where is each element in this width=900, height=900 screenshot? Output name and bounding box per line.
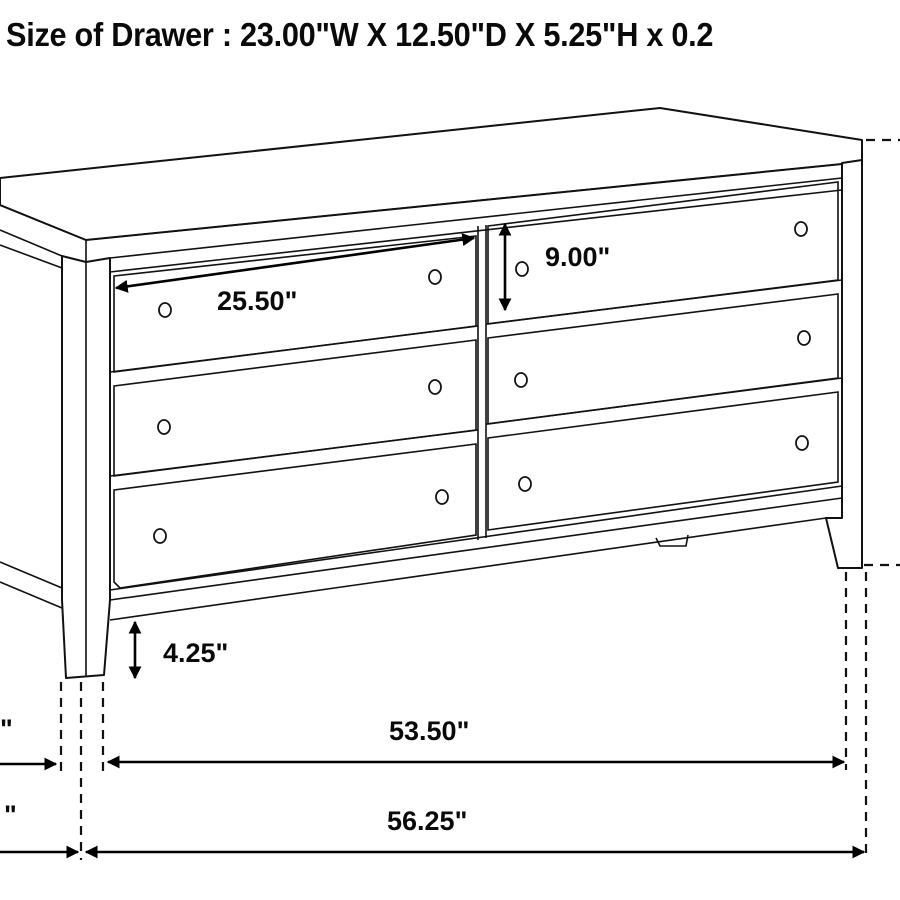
drawer-width-label: 25.50" [217,286,298,316]
drawer-bottom-left [109,429,479,589]
left-partial-label-1: " [0,714,13,744]
drawer-height-label: 9.00" [545,242,611,272]
front-left-post [61,255,111,679]
drawer-middle-right [485,279,843,425]
drawer-bottom-right [485,377,843,531]
drawer-size-title: Size of Drawer : 23.00"W X 12.50"D X 5.2… [6,16,714,53]
leg-clearance-label: 4.25" [163,638,229,668]
dresser-side-panel [0,244,63,609]
dresser-top [0,107,863,262]
left-partial-label-2: " [4,800,17,830]
overall-width-label: 56.25" [387,806,468,836]
case-width-label: 53.50" [389,716,470,746]
drawer-width-arrow [114,233,476,293]
front-right-post [825,159,863,569]
